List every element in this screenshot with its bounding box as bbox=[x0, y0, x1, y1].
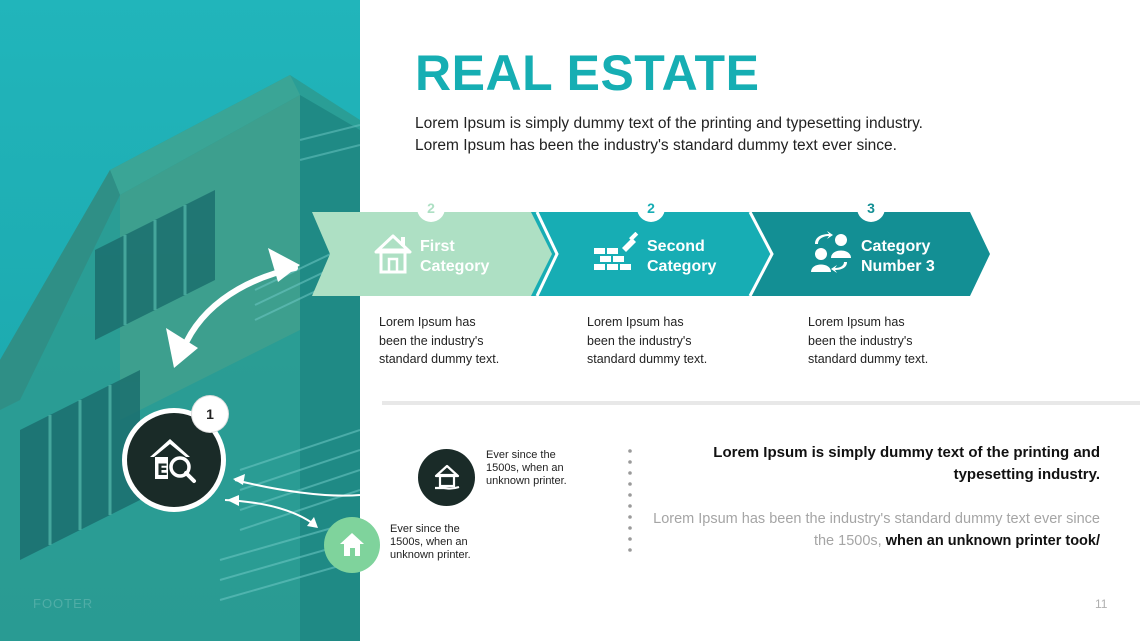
light-paragraph: Lorem Ipsum has been the industry's stan… bbox=[653, 511, 1100, 549]
main-step-badge: 1 bbox=[192, 396, 228, 432]
svg-text:E: E bbox=[157, 460, 168, 479]
page-number: 11 bbox=[1095, 597, 1108, 611]
step-badge-2: 2 bbox=[637, 194, 665, 222]
dotted-separator bbox=[628, 449, 632, 552]
house-icon bbox=[340, 533, 364, 556]
house-search-icon: E bbox=[150, 439, 196, 483]
house-hand-icon bbox=[434, 464, 459, 490]
footer-label: FOOTER bbox=[33, 596, 94, 611]
curved-double-arrow-icon bbox=[166, 248, 300, 368]
bold-paragraph: Lorem Ipsum is simply dummy text of the … bbox=[713, 444, 1100, 483]
pointer-arrows-icon bbox=[224, 474, 361, 528]
intro-text: Lorem Ipsum is simply dummy text of the … bbox=[415, 115, 923, 154]
step-badge-1: 2 bbox=[417, 194, 445, 222]
section-divider bbox=[382, 401, 1140, 405]
note-1-circle bbox=[418, 449, 475, 506]
note-2-circle bbox=[324, 517, 380, 573]
step-badge-3: 3 bbox=[857, 194, 885, 222]
chevron-second bbox=[531, 212, 772, 296]
bricks-trowel-icon bbox=[594, 232, 639, 270]
page-title: REAL ESTATE bbox=[415, 45, 760, 101]
people-exchange-icon bbox=[811, 231, 851, 273]
house-icon bbox=[374, 234, 412, 274]
chevron-third bbox=[750, 212, 990, 296]
chevron-first bbox=[312, 212, 557, 296]
